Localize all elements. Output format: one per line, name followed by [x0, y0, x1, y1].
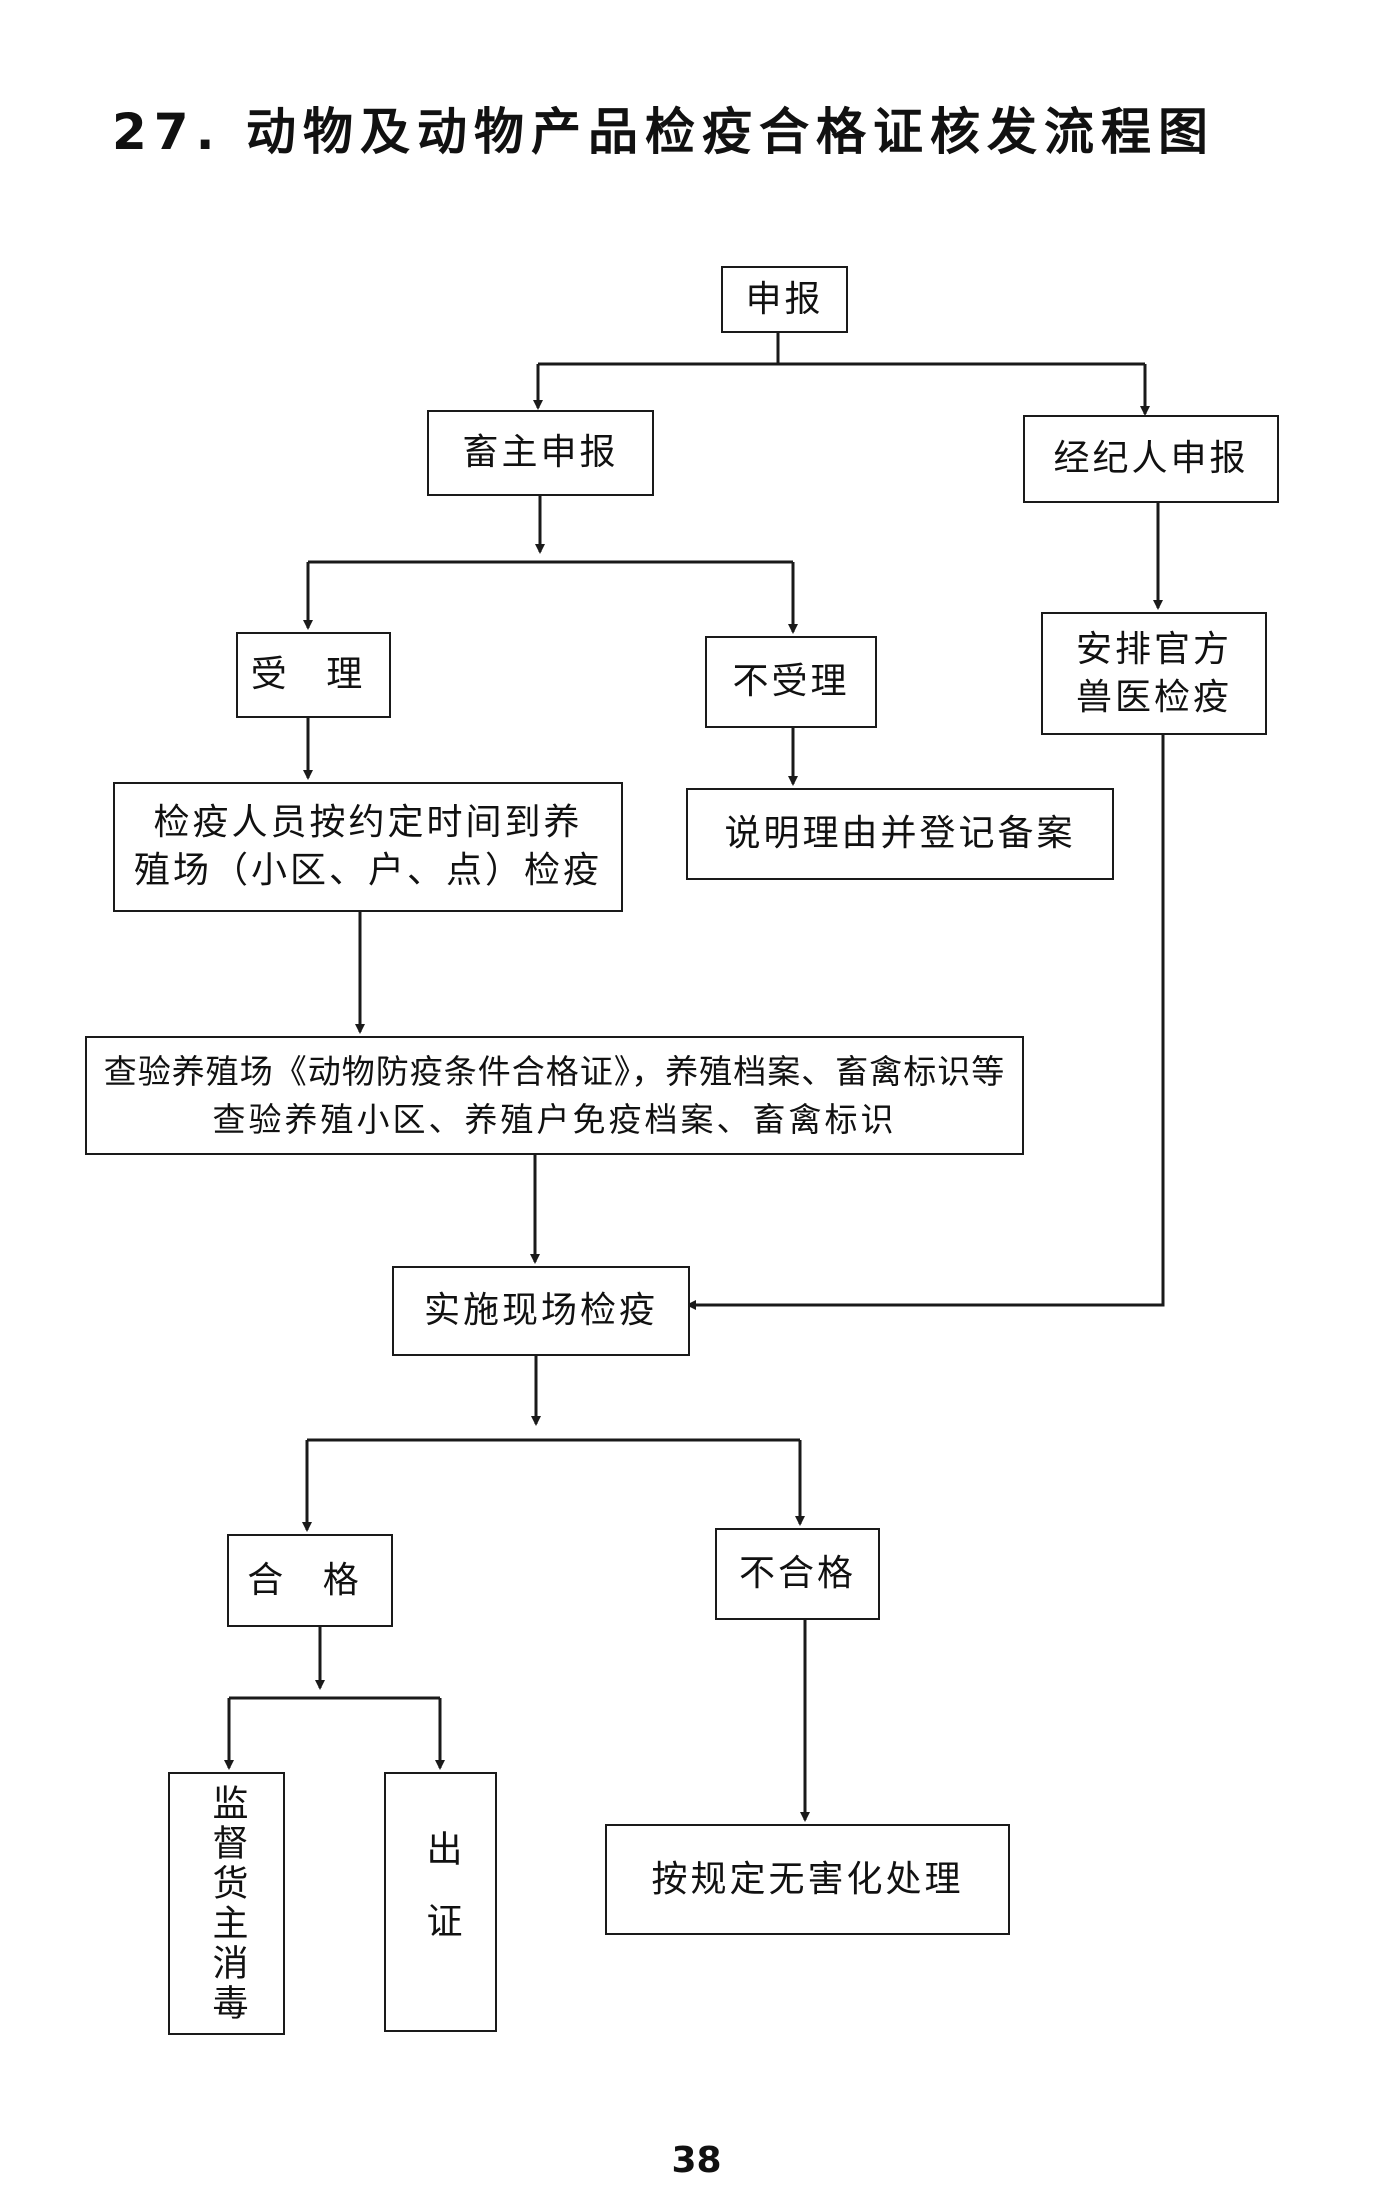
page-title: 27. 动物及动物产品检疫合格证核发流程图 — [112, 103, 1215, 161]
node-reject: 不受理 — [705, 636, 877, 728]
node-fail: 不合格 — [715, 1528, 880, 1620]
node-onsite: 实施现场检疫 — [392, 1266, 690, 1356]
node-verify: 查验养殖场《动物防疫条件合格证》，养殖档案、畜禽标识等 查验养殖小区、养殖户免疫… — [85, 1036, 1024, 1155]
node-accept: 受 理 — [236, 632, 391, 718]
node-broker-apply: 经纪人申报 — [1023, 415, 1279, 503]
node-inspector-visit: 检疫人员按约定时间到养 殖场（小区、户、点）检疫 — [113, 782, 623, 912]
connector-vet-to-onsite — [686, 735, 1165, 1310]
node-certificate: 出证 — [384, 1772, 497, 2032]
node-arrange-vet: 安排官方 兽医检疫 — [1041, 612, 1267, 735]
node-harmless: 按规定无害化处理 — [605, 1824, 1010, 1935]
node-explain-record: 说明理由并登记备案 — [686, 788, 1114, 880]
page-number: 38 — [671, 2140, 722, 2181]
node-owner-apply: 畜主申报 — [427, 410, 654, 496]
node-supervise: 监督货主消毒 — [168, 1772, 285, 2035]
node-pass: 合 格 — [227, 1534, 393, 1627]
node-apply: 申报 — [721, 266, 848, 333]
